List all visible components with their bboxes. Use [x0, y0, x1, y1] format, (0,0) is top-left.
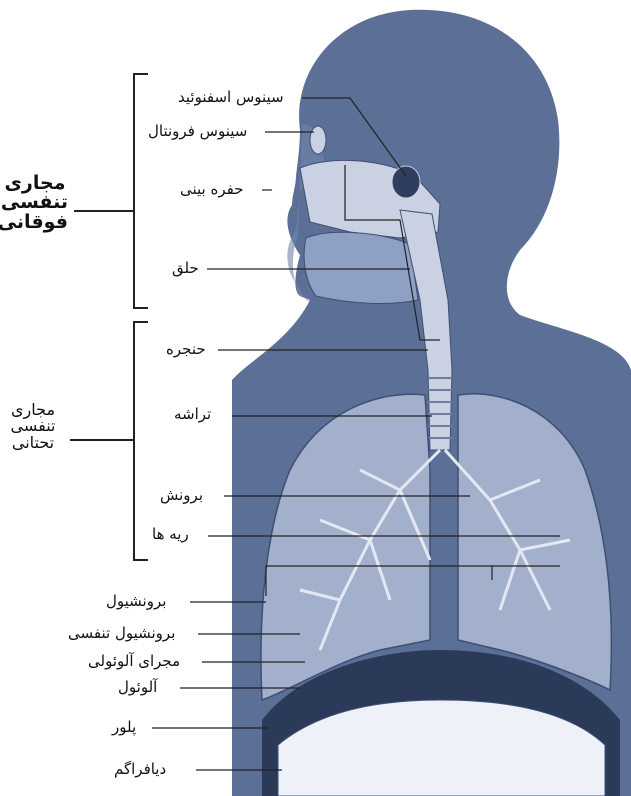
sphenoid-sinus-shape — [392, 166, 420, 198]
label-nasal-cavity: حفره بینی — [180, 182, 244, 197]
label-larynx: حنجره — [166, 342, 206, 357]
mouth-shape — [304, 232, 418, 303]
label-bronchus: برونش — [160, 488, 203, 503]
frontal-sinus-shape — [310, 126, 326, 154]
label-trachea: تراشه — [174, 407, 211, 422]
label-alveoli: آلوئول — [118, 680, 157, 695]
lower-respiratory-tract-label: مجاری تنفسی تحتانی — [2, 402, 64, 451]
label-diaphragm: دیافراگم — [114, 762, 166, 777]
label-frontal-sinus: سینوس فرونتال — [148, 124, 247, 139]
label-alveolar-duct: مجرای آلوئولی — [88, 654, 180, 669]
bracket-upper — [74, 74, 148, 308]
label-lungs: ریه ها — [152, 527, 189, 542]
upper-respiratory-tract-label: مجاری تنفسی فوقانی — [2, 174, 68, 232]
label-sphenoid-sinus: سینوس اسفنوئید — [178, 90, 284, 105]
lower-label-line: تحتانی — [2, 435, 64, 451]
upper-label-line: تنفسی — [2, 193, 68, 212]
label-pharynx: حلق — [172, 261, 199, 276]
label-pleura: پلور — [112, 720, 136, 735]
upper-label-line: فوقانی — [2, 213, 68, 232]
bracket-lower — [70, 322, 148, 560]
label-respiratory-bronchiole: برونشیول تنفسی — [68, 626, 175, 641]
label-bronchiole: برونشیول — [106, 594, 166, 609]
